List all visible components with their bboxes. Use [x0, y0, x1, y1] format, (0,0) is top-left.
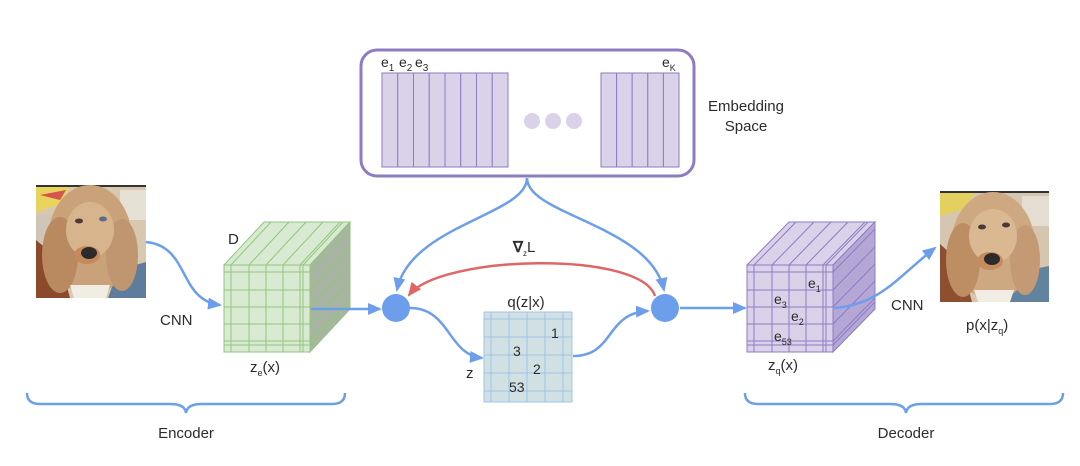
grid-frame — [483, 311, 573, 403]
vector-label-e2: e2 — [399, 54, 413, 74]
cube-depth-line — [309, 297, 351, 342]
posterior-grid — [483, 311, 573, 403]
cube-depth-line — [832, 228, 876, 273]
cube-depth-line — [753, 221, 797, 266]
cube-depth-line — [309, 263, 351, 308]
embedding-space-label-line1: Embedding — [708, 98, 784, 115]
depth-label: D — [228, 231, 239, 248]
embedding-vector — [381, 72, 399, 168]
ellipsis-dot — [566, 113, 582, 129]
cube-depth-line — [265, 221, 307, 266]
embedding-vectors-left — [381, 72, 509, 168]
embedding-vectors-right — [600, 72, 680, 168]
embedding-vector — [397, 72, 414, 168]
embedding-vector — [600, 72, 618, 168]
encoder-output-label: ze(x) — [250, 359, 280, 378]
z-label: z — [466, 365, 474, 382]
posterior-grid-title: q(z|x) — [507, 294, 544, 311]
output-distribution-label: p(x|zq) — [966, 317, 1008, 336]
embedding-vector — [631, 72, 649, 168]
gradient-label: ∇zL — [512, 239, 535, 258]
cube-depth-line — [832, 297, 876, 342]
cube-depth-line — [832, 246, 876, 291]
ellipsis-dot — [524, 113, 540, 129]
encoder-cnn-label: CNN — [160, 312, 193, 329]
quantize-node-left — [382, 294, 410, 322]
vector-label-e1: e1 — [381, 54, 395, 74]
encoder-cnn-arrow — [145, 240, 222, 310]
embedding-space-label-line2: Space — [725, 118, 768, 135]
cube-value-e3: e3 — [774, 291, 787, 310]
encoder-brace-label: Encoder — [158, 425, 214, 442]
cube-depth-line — [248, 221, 290, 266]
cube-value-e2: e2 — [791, 308, 804, 327]
cube-depth-line — [832, 263, 876, 308]
grid-value-2: 2 — [533, 361, 541, 377]
encoder-brace — [25, 392, 347, 414]
embedding-vector — [616, 72, 633, 168]
cube-front-face — [223, 264, 311, 353]
cube-depth-line — [309, 280, 351, 325]
vector-label-e3: e3 — [415, 54, 429, 74]
gradient-arrow — [407, 262, 657, 297]
cube-depth-line — [309, 228, 351, 273]
embedding-vector — [428, 72, 446, 168]
cube-depth-line — [282, 221, 324, 266]
grid-value-53: 53 — [509, 379, 525, 395]
cube-depth-line — [805, 221, 849, 266]
cube-depth-line — [230, 221, 272, 266]
embedding-vector — [662, 72, 680, 168]
decoder-cnn-arrow — [833, 246, 937, 310]
decoder-cnn-label: CNN — [891, 297, 924, 314]
embedding-vector — [647, 72, 664, 168]
embedding-space — [359, 48, 696, 178]
embedding-vector — [444, 72, 462, 168]
quantize-node-right — [651, 294, 679, 322]
cube-value-e1: e1 — [808, 275, 821, 294]
ellipsis-dot — [545, 113, 561, 129]
cube-depth-line — [771, 221, 815, 266]
embedding-to-right-node-arrow — [525, 177, 668, 292]
embedding-vector — [413, 72, 430, 168]
cube-depth-line — [825, 221, 869, 266]
cube-value-e53: e53 — [774, 328, 792, 347]
cube-depth-line — [832, 280, 876, 325]
reconstructed-image: dog photo (reconstruction) — [940, 191, 1049, 302]
cube-depth-line — [832, 301, 876, 346]
embedding-vector — [460, 72, 477, 168]
cube-depth-line — [309, 246, 351, 291]
embedding-vector — [491, 72, 509, 168]
vector-label-eK: eK — [662, 54, 676, 73]
decoder-input-cube — [745, 220, 877, 354]
node-to-grid-arrow — [409, 306, 484, 363]
grid-value-3: 3 — [513, 343, 521, 359]
decoder-input-label: zq(x) — [768, 357, 798, 376]
grid-value-1: 1 — [551, 325, 559, 341]
cube-depth-line — [302, 221, 344, 266]
decoder-brace — [743, 392, 1065, 414]
embedding-vector — [476, 72, 493, 168]
cube-depth-line — [788, 221, 832, 266]
cube-depth-line — [822, 221, 866, 266]
grid-to-node-arrow — [572, 305, 650, 358]
cube-depth-line — [299, 221, 341, 266]
encoder-output-cube — [222, 220, 352, 354]
input-image: dog photo (input) — [36, 185, 146, 298]
decoder-brace-label: Decoder — [878, 425, 935, 442]
cube-front-face — [746, 264, 834, 353]
embedding-to-left-node-arrow — [393, 177, 529, 292]
